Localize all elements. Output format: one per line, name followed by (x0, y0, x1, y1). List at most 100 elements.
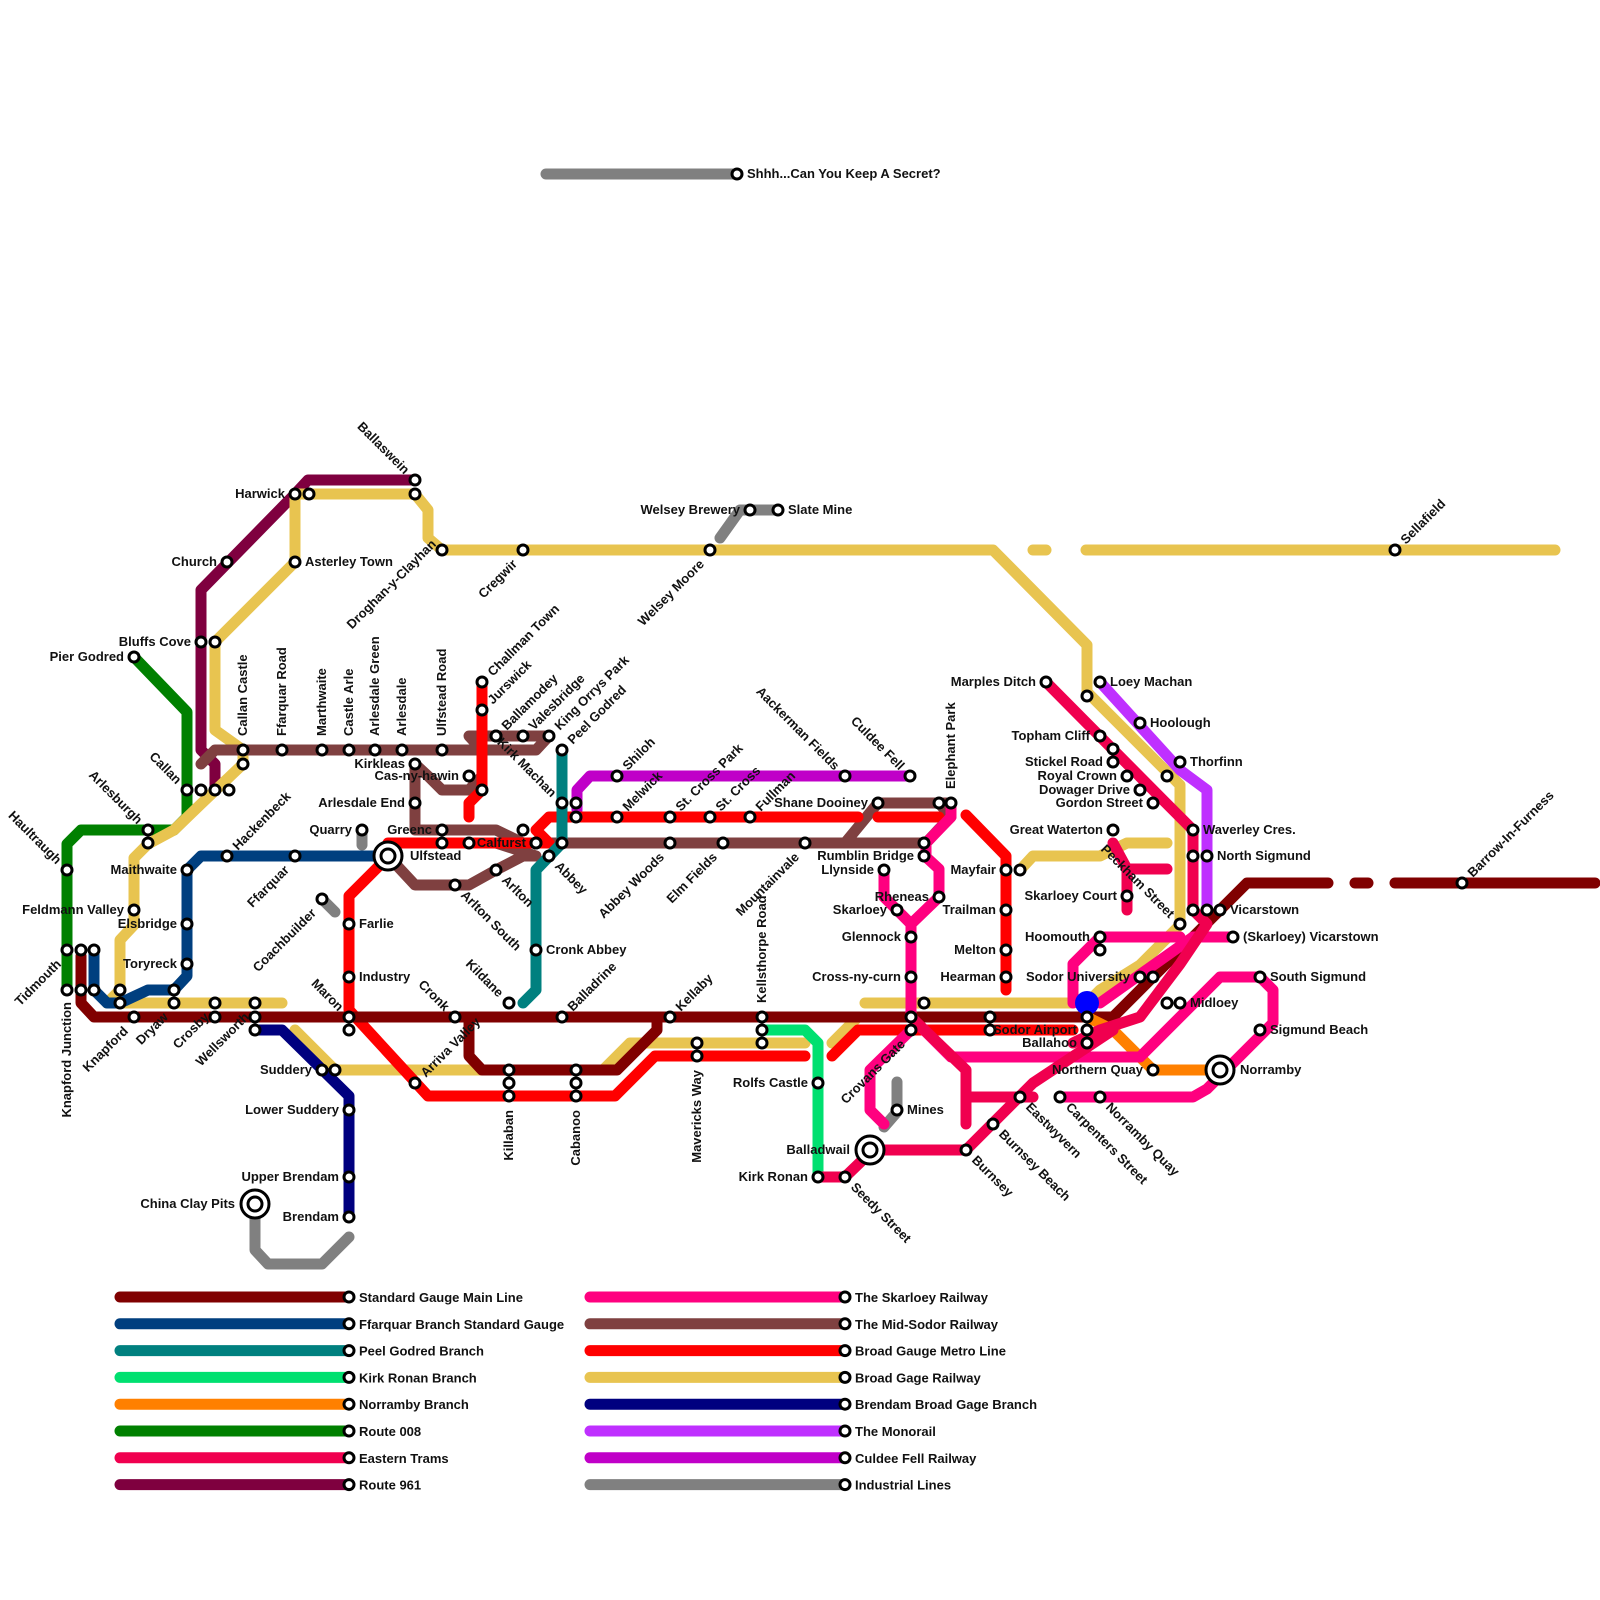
station-label-suddery[interactable]: Suddery (260, 1062, 313, 1077)
station-aackerman-fields-marker[interactable] (840, 771, 850, 781)
station-label-sigmund-beach[interactable]: Sigmund Beach (1270, 1022, 1368, 1037)
station-marker[interactable] (115, 998, 125, 1008)
station-label-kellaby[interactable]: Kellaby (672, 970, 716, 1014)
station-marker[interactable] (1015, 865, 1025, 875)
station-norramby-quay-marker[interactable] (1095, 1092, 1105, 1102)
station-marker[interactable] (437, 838, 447, 848)
station-abbey-marker[interactable] (544, 851, 554, 861)
station-label-arlesdale[interactable]: Arlesdale (394, 677, 409, 736)
station-ballaswein-marker[interactable] (410, 475, 420, 485)
station-haultraugh-marker[interactable] (62, 865, 72, 875)
station-industry-marker[interactable] (344, 972, 354, 982)
station-marker[interactable] (250, 1025, 260, 1035)
station-dowager-drive-marker[interactable] (1135, 785, 1145, 795)
station-label-mayfair[interactable]: Mayfair (950, 862, 996, 877)
station-suddery-marker[interactable] (317, 1065, 327, 1075)
station-label-norramby[interactable]: Norramby (1240, 1062, 1302, 1077)
station-marker[interactable] (1082, 691, 1092, 701)
station-marker[interactable] (571, 812, 581, 822)
station-st-cross-marker[interactable] (705, 812, 715, 822)
station-label-calfurst[interactable]: Calfurst (477, 835, 527, 850)
station-burnsey-beach-marker[interactable] (988, 1119, 998, 1129)
station-hackenbeck-marker[interactable] (222, 851, 232, 861)
station-label-welsey-brewery[interactable]: Welsey Brewery (641, 502, 741, 517)
station-label-greenc[interactable]: Greenc (387, 822, 432, 837)
station-label-quarry[interactable]: Quarry (309, 822, 352, 837)
station-label-midloey[interactable]: Midloey (1190, 995, 1239, 1010)
station-china-clay-pits-marker[interactable] (248, 1197, 262, 1211)
station-hoolough-marker[interactable] (1135, 718, 1145, 728)
station-label-welsey-moore[interactable]: Welsey Moore (635, 556, 707, 628)
station-label-castle-arle[interactable]: Castle Arle (341, 669, 356, 736)
station-melwick-marker[interactable] (612, 812, 622, 822)
station-kirk-ronan-marker[interactable] (813, 1172, 823, 1182)
station-seedy-street-marker[interactable] (840, 1172, 850, 1182)
station-northern-quay-marker[interactable] (1148, 1065, 1158, 1075)
station-harwick-marker[interactable] (290, 489, 300, 499)
station-marker[interactable] (571, 1078, 581, 1088)
station-marker[interactable] (1162, 771, 1172, 781)
station-label-arlesdale-green[interactable]: Arlesdale Green (367, 636, 382, 736)
station-castle-arle-marker[interactable] (344, 745, 354, 755)
station-label-elm-fields[interactable]: Elm Fields (663, 849, 720, 906)
station-marker[interactable] (571, 798, 581, 808)
station-label-ballaswein[interactable]: Ballaswein (355, 419, 413, 477)
station-balladrine-marker[interactable] (557, 1012, 567, 1022)
station-label-arlesdale-end[interactable]: Arlesdale End (318, 795, 405, 810)
station-label-kirk-ronan[interactable]: Kirk Ronan (739, 1169, 808, 1184)
station-label-knapford[interactable]: Knapford (79, 1023, 130, 1074)
station-peel-godred-marker[interactable] (557, 745, 567, 755)
station-label-royal-crown[interactable]: Royal Crown (1038, 768, 1118, 783)
station-label-shiloh[interactable]: Shiloh (619, 734, 658, 773)
station-skarloey-vicarstown-marker[interactable] (1228, 932, 1238, 942)
station-label-barrow-in-furness[interactable]: Barrow-In-Furness (1464, 788, 1556, 880)
station-king-orrys-park-marker[interactable] (544, 731, 554, 741)
station-loey-machan-marker[interactable] (1095, 677, 1105, 687)
station-great-waterton-marker[interactable] (1108, 825, 1118, 835)
station-label-hearman[interactable]: Hearman (940, 969, 996, 984)
station-burnsey-marker[interactable] (961, 1145, 971, 1155)
station-arlesdale-green-marker[interactable] (370, 745, 380, 755)
station-label-llynside[interactable]: Llynside (821, 862, 874, 877)
station-cas-ny-hawin-marker[interactable] (464, 771, 474, 781)
station-marker[interactable] (919, 838, 929, 848)
station-balladwail-marker[interactable] (863, 1143, 877, 1157)
station-label-cronk[interactable]: Cronk (415, 977, 453, 1015)
station-upper-brendam-marker[interactable] (344, 1172, 354, 1182)
station-label-glennock[interactable]: Glennock (842, 929, 902, 944)
station-label-cas-ny-hawin[interactable]: Cas-ny-hawin (374, 768, 459, 783)
station-rolfs-castle-marker[interactable] (813, 1078, 823, 1088)
station-label-marples-ditch[interactable]: Marples Ditch (951, 674, 1036, 689)
station-label-ulfstead[interactable]: Ulfstead (410, 848, 461, 863)
station-label-maron[interactable]: Maron (308, 976, 346, 1014)
station-marker[interactable] (1188, 851, 1198, 861)
station-label-sellafield[interactable]: Sellafield (1397, 496, 1448, 547)
station-arlton-south-marker[interactable] (450, 880, 460, 890)
station-marker[interactable] (410, 489, 420, 499)
station-label-peckham-street[interactable]: Peckham Street (1098, 841, 1178, 921)
station-kellsthorpe-road-marker[interactable] (757, 1012, 767, 1022)
station-label-south-sigmund[interactable]: South Sigmund (1270, 969, 1366, 984)
station-ballahoo-marker[interactable] (1082, 1038, 1092, 1048)
station-arlton-marker[interactable] (491, 865, 501, 875)
station-marker[interactable] (1108, 744, 1118, 754)
station-sodor-airport-marker[interactable] (1082, 1025, 1092, 1035)
station-calfurst-marker[interactable] (531, 838, 541, 848)
station-cronk-abbey-marker[interactable] (531, 945, 541, 955)
station-callan-marker[interactable] (182, 785, 192, 795)
station-marker[interactable] (757, 1038, 767, 1048)
station-marker[interactable] (934, 798, 944, 808)
station-crovans-gate-marker[interactable] (906, 1025, 916, 1035)
station-label-waverley-cres[interactable]: Waverley Cres. (1203, 822, 1296, 837)
station-wellsworth-marker[interactable] (250, 998, 260, 1008)
station-slate-mine-marker[interactable] (773, 505, 783, 515)
station-knapford-marker[interactable] (129, 1012, 139, 1022)
station-thorfinn-marker[interactable] (1175, 757, 1185, 767)
station-south-sigmund-marker[interactable] (1255, 972, 1265, 982)
station-label-rumblin-bridge[interactable]: Rumblin Bridge (817, 848, 914, 863)
station-shhh-can-you-keep-a-secret-marker[interactable] (732, 169, 742, 179)
station-label-haultraugh[interactable]: Haultraugh (6, 808, 65, 867)
station-marker[interactable] (1162, 998, 1172, 1008)
station-label-callan-castle[interactable]: Callan Castle (235, 654, 250, 736)
station-label-sodor-university[interactable]: Sodor University (1026, 969, 1131, 984)
